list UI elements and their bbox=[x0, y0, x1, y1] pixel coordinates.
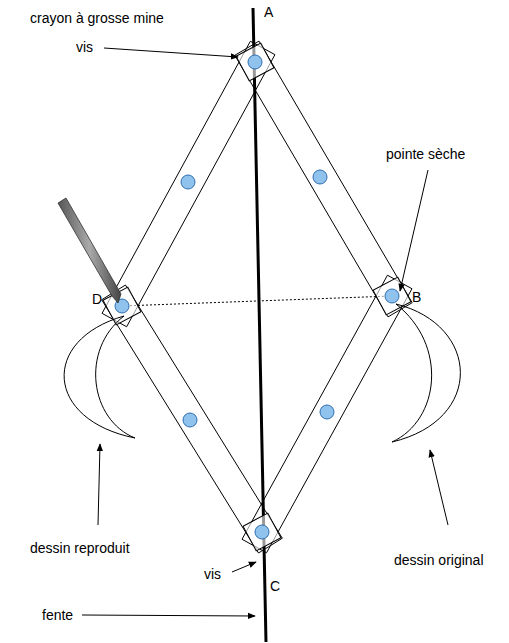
leader-arrow bbox=[98, 444, 100, 525]
point-letter: D bbox=[90, 291, 104, 307]
crescent-original bbox=[392, 304, 460, 442]
dry-point-label: pointe sèche bbox=[384, 146, 467, 162]
leader-arrow bbox=[82, 615, 255, 616]
joint-plate bbox=[243, 513, 281, 551]
original-label: dessin original bbox=[392, 552, 486, 568]
dotted-line bbox=[122, 296, 392, 306]
joint-plate bbox=[236, 43, 274, 81]
pin-hole bbox=[248, 55, 262, 69]
pin-hole bbox=[320, 405, 334, 419]
pin-hole bbox=[183, 413, 197, 427]
bar bbox=[102, 285, 283, 553]
point-letter: B bbox=[410, 289, 423, 305]
pin-hole bbox=[385, 289, 399, 303]
pin-hole bbox=[255, 525, 269, 539]
screw-label: vis bbox=[74, 39, 95, 55]
leader-arrow bbox=[104, 48, 238, 57]
joint-plate bbox=[373, 277, 411, 315]
leader-arrow bbox=[430, 450, 448, 525]
point-letter: C bbox=[268, 578, 282, 594]
joint-plate bbox=[103, 287, 141, 325]
screw-label: vis bbox=[202, 566, 223, 582]
bar bbox=[102, 41, 275, 326]
pin-hole bbox=[181, 175, 195, 189]
reproduced-label: dessin reproduit bbox=[28, 540, 132, 556]
bar bbox=[242, 275, 412, 553]
bars bbox=[102, 41, 412, 553]
slot-label: fente bbox=[40, 607, 75, 623]
point-letter: A bbox=[262, 4, 275, 20]
bar bbox=[235, 41, 412, 317]
pin-hole bbox=[313, 170, 327, 184]
crescent-reproduced bbox=[64, 316, 135, 438]
pencil-label: crayon à grosse mine bbox=[28, 10, 166, 26]
leader-arrow bbox=[232, 562, 256, 572]
pins bbox=[103, 43, 411, 551]
leader-arrow bbox=[400, 170, 428, 291]
pencil bbox=[58, 198, 121, 303]
